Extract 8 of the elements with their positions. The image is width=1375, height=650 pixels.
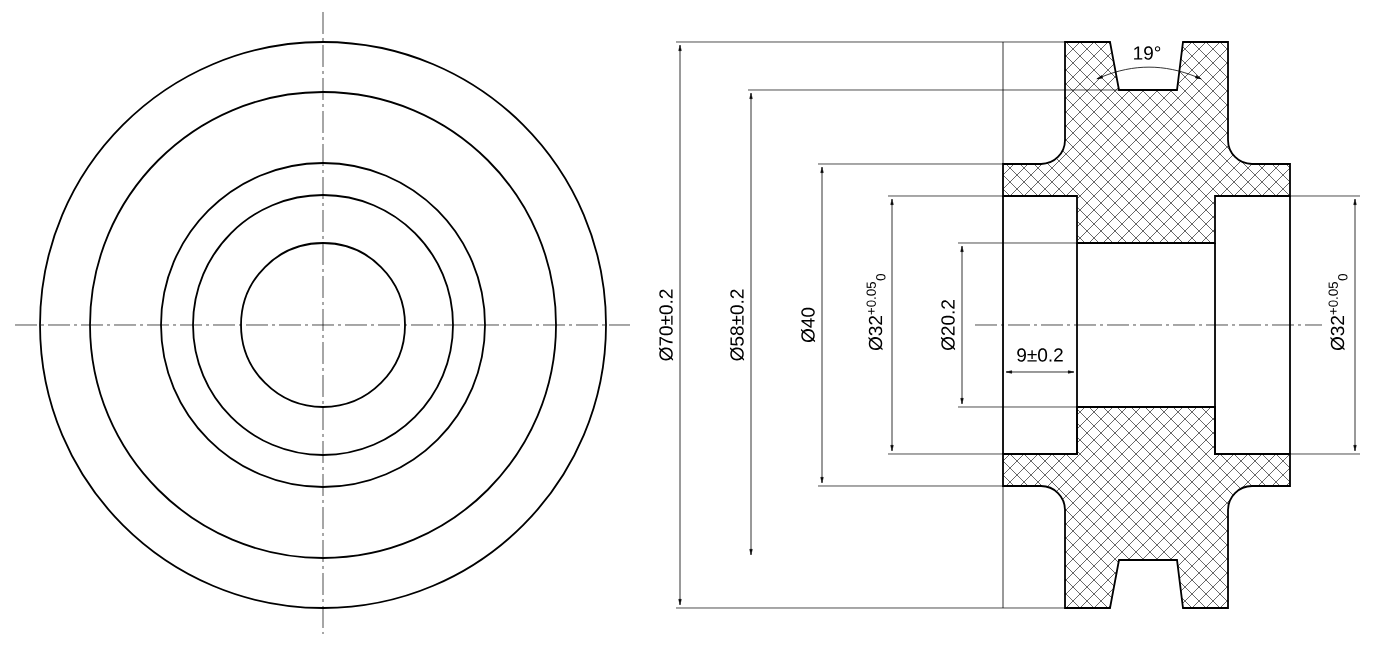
dimension-label: Ø40 <box>800 307 816 343</box>
dimension-label: Ø58±0.2 <box>729 289 745 361</box>
dimension-label: Ø32$^{+0.05}$0 <box>1328 274 1348 351</box>
dimension-label: Ø32$^{+0.05}$0 <box>866 274 886 351</box>
dimension-label: 19° <box>1134 46 1161 60</box>
dimension-label: Ø20.2 <box>940 300 956 351</box>
dimension-label: 9±0.2 <box>1017 348 1063 362</box>
dimension-label: Ø70±0.2 <box>658 289 674 361</box>
